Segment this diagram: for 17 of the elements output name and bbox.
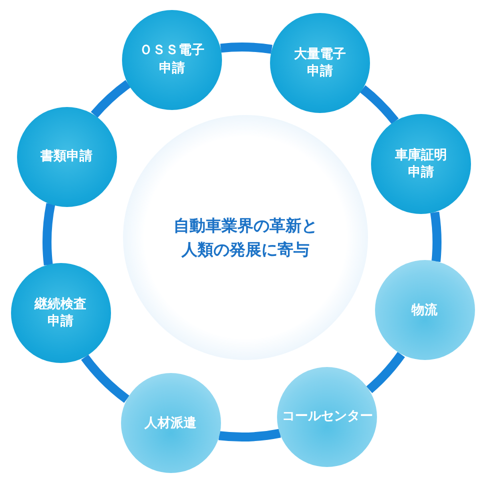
circle-label: 継続検査申請	[33, 296, 88, 331]
center-message: 自動車業界の革新と人類の発展に寄与	[172, 214, 318, 260]
ring-segment	[81, 354, 130, 403]
circle-label: 書類申請	[40, 148, 94, 166]
ring-segment	[366, 352, 405, 394]
ring-segment	[218, 428, 281, 442]
ring-segment	[430, 212, 442, 262]
circle-label: 物流	[410, 302, 439, 320]
circle-label: ＯＳＳ電子申請	[138, 42, 206, 78]
circle-label: 車庫証明申請	[394, 146, 448, 182]
ring-segment	[90, 80, 131, 118]
circle-label: 人材派遣	[143, 414, 198, 432]
ring-segment	[360, 85, 399, 124]
ring-segment	[42, 203, 56, 266]
circle-label: コールセンター	[280, 408, 374, 426]
circle-label: 大量電子申請	[292, 46, 347, 81]
ring-segment	[220, 42, 272, 54]
